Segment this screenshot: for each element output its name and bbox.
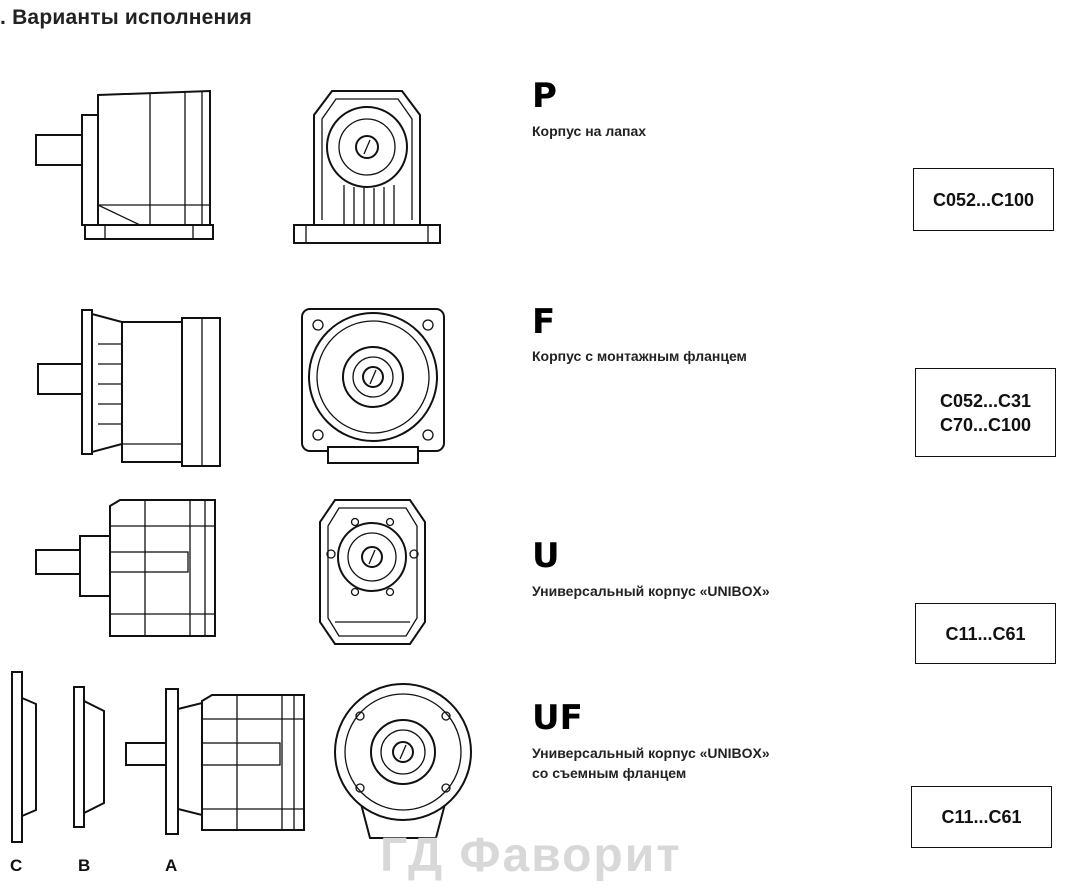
gearbox-f-side-view [30, 304, 225, 469]
variant-code-p: P [532, 76, 557, 116]
flange-label-c: C [10, 856, 23, 875]
watermark: ГД Фаворит [380, 829, 682, 882]
gearbox-uf-side-view [122, 685, 308, 840]
gearbox-u-front-view [315, 494, 430, 650]
variant-code-uf: UF [532, 698, 583, 738]
flange-c-drawing [8, 668, 40, 848]
range-box-f: C052...C31 C70...C100 [915, 368, 1056, 457]
variant-description-uf: Универсальный корпус «UNIBOX» [532, 745, 770, 761]
flange-b-drawing [70, 683, 110, 833]
flange-label-b: B [78, 856, 91, 875]
range-box-uf: C11...C61 [911, 786, 1052, 848]
gearbox-p-side-view [30, 85, 220, 245]
range-line: C11...C61 [945, 623, 1026, 644]
variant-description-u: Универсальный корпус «UNIBOX» [532, 583, 770, 599]
range-line: C70...C100 [939, 414, 1032, 435]
variant-code-f: F [532, 302, 556, 342]
gearbox-p-front-view [292, 85, 442, 247]
variant-description-f: Корпус с монтажным фланцем [532, 348, 747, 364]
range-line: C11...C61 [941, 807, 1022, 827]
variant-code-u: U [532, 536, 560, 576]
variant-description-p: Корпус на лапах [532, 123, 647, 139]
range-box-p: C052...C100 [913, 168, 1054, 231]
gearbox-u-side-view [30, 496, 220, 641]
flange-label-a: A [165, 856, 178, 875]
range-line: C052...C100 [932, 189, 1035, 210]
gearbox-f-front-view [298, 305, 448, 467]
range-box-u: C11...C61 [915, 603, 1056, 664]
variant-description-uf-line2: со съемным фланцем [532, 765, 687, 781]
gearbox-uf-front-view [330, 680, 476, 845]
page-title: . Варианты исполнения [0, 6, 252, 29]
range-line: C052...C31 [939, 390, 1032, 411]
